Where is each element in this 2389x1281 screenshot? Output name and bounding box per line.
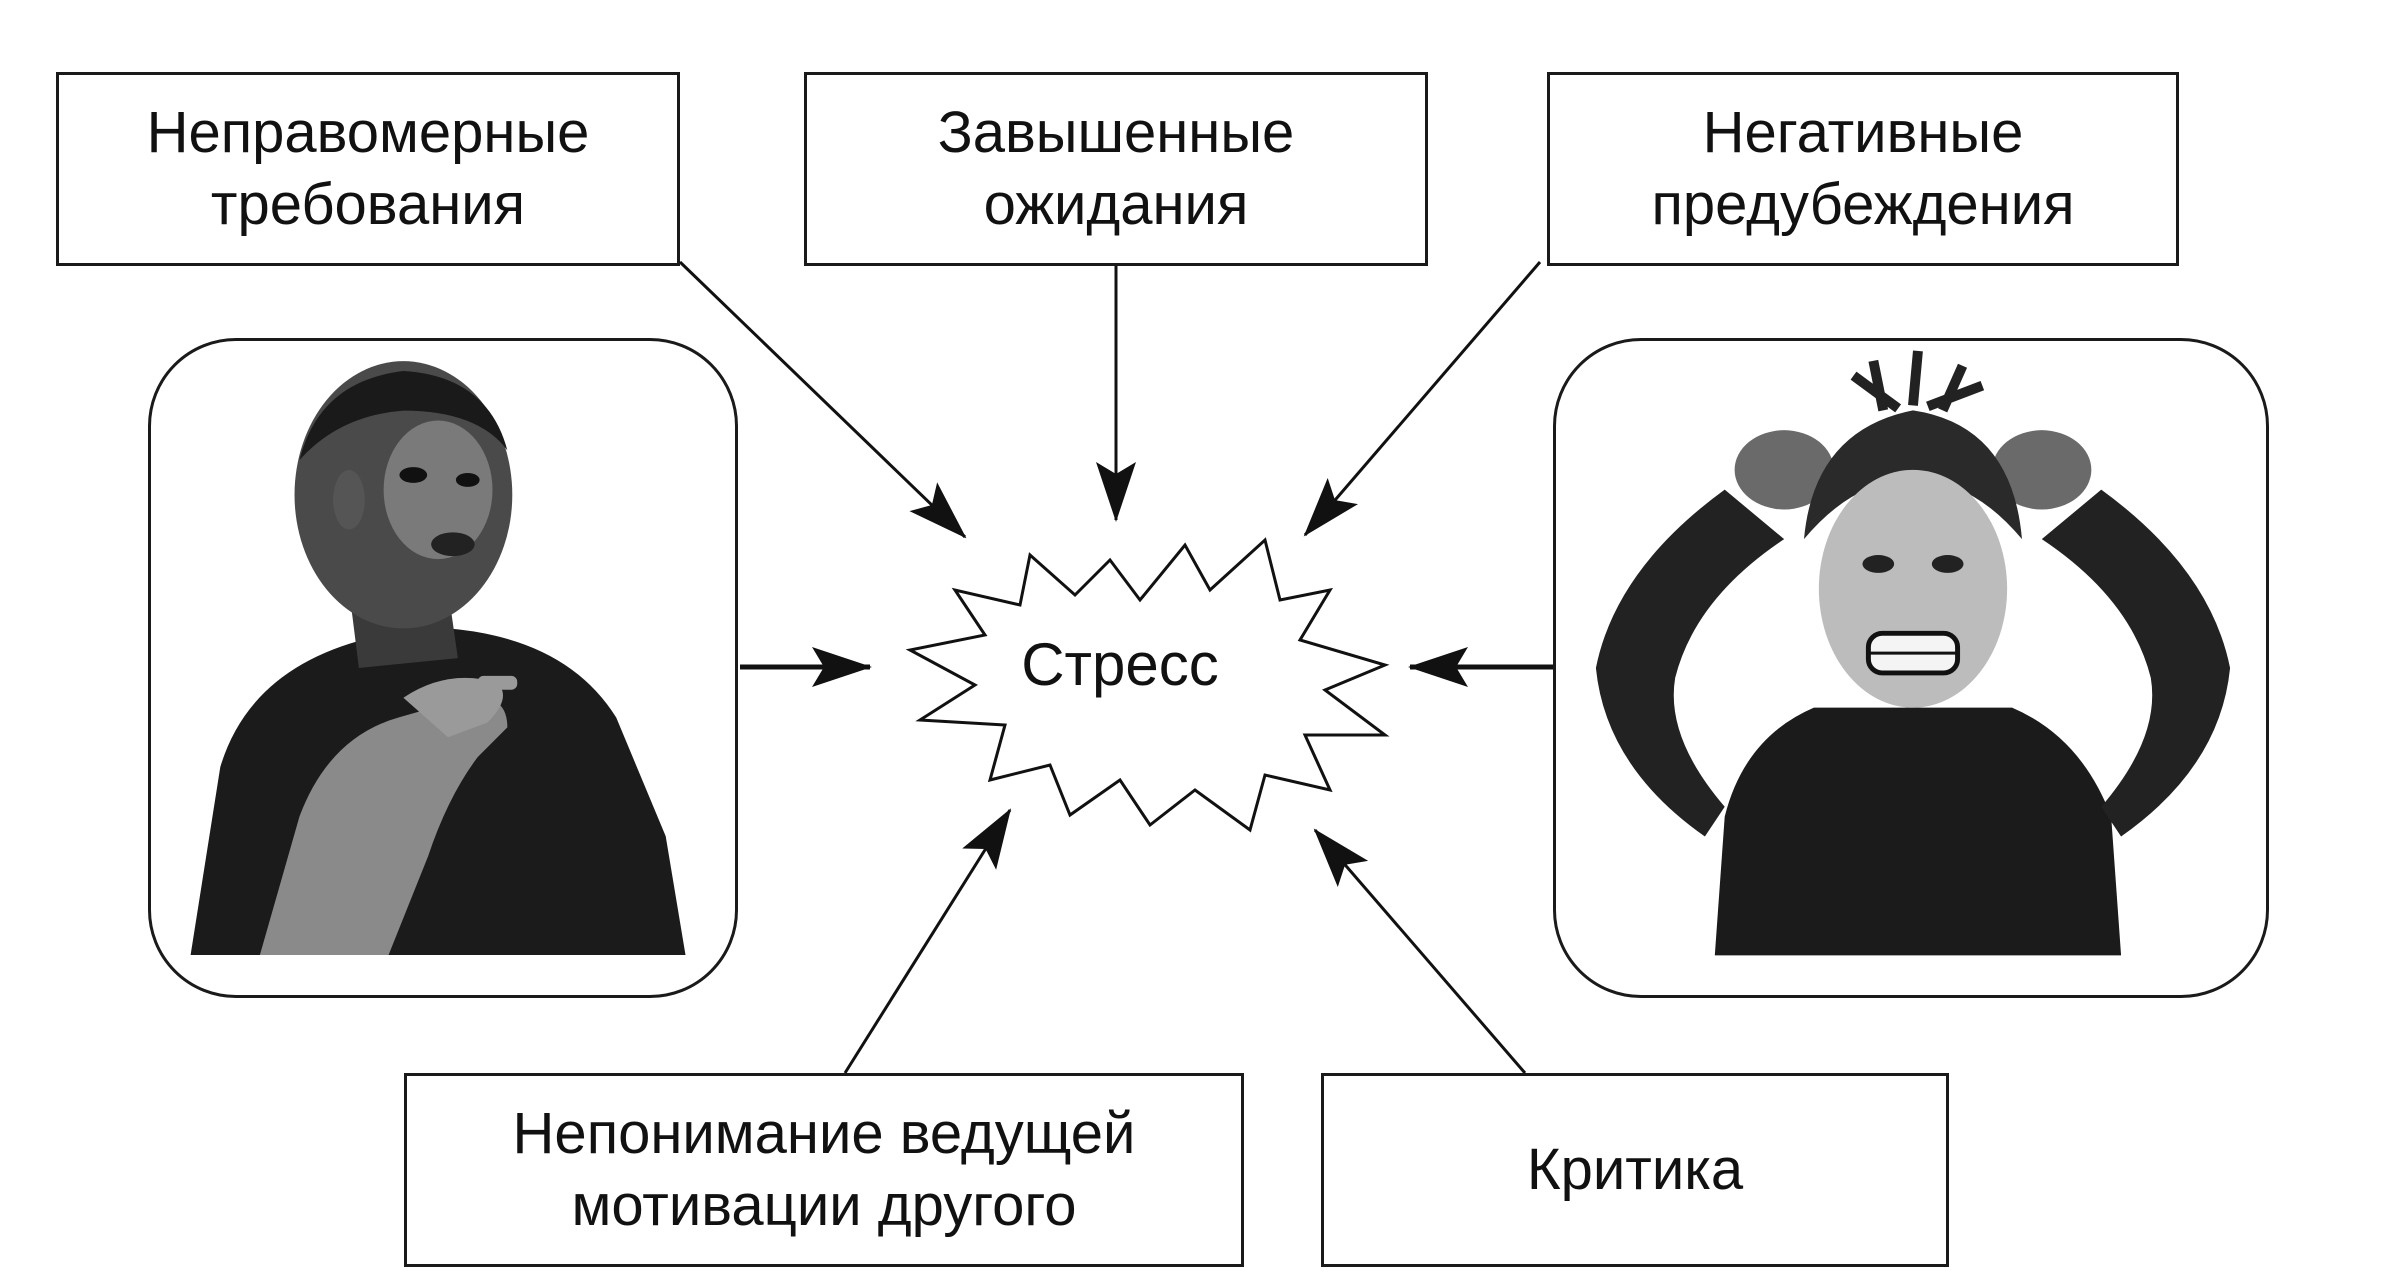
factor-box-criticism: Критика (1321, 1073, 1949, 1267)
stressed-woman-drawing (1595, 350, 2231, 956)
arrow-top-left (678, 260, 967, 539)
factor-label: Критика (1526, 1137, 1744, 1202)
man-pointing-drawing (190, 361, 686, 956)
factor-label: Непонимание ведущей мотивации другого (512, 1101, 1136, 1238)
factor-box-negative-prejudices: Негативные предубеждения (1547, 72, 2179, 266)
factor-box-misunderstanding-motivation: Непонимание ведущей мотивации другого (404, 1073, 1244, 1267)
factor-label: Завышенные ожидания (937, 100, 1295, 237)
man-pointing-icon (148, 338, 738, 998)
factor-label: Неправомерные требования (146, 100, 590, 237)
stressed-woman-icon (1553, 338, 2269, 998)
stress-starburst (905, 537, 1390, 833)
arrow-bottom-left (843, 808, 1012, 1074)
arrow-bottom-right (1313, 828, 1527, 1074)
stress-label: Стресс (1021, 631, 1219, 698)
factor-box-improper-demands: Неправомерные требования (56, 72, 680, 266)
factor-box-inflated-expectations: Завышенные ожидания (804, 72, 1428, 266)
factor-label: Негативные предубеждения (1651, 100, 2075, 237)
arrow-top-right (1303, 261, 1542, 537)
